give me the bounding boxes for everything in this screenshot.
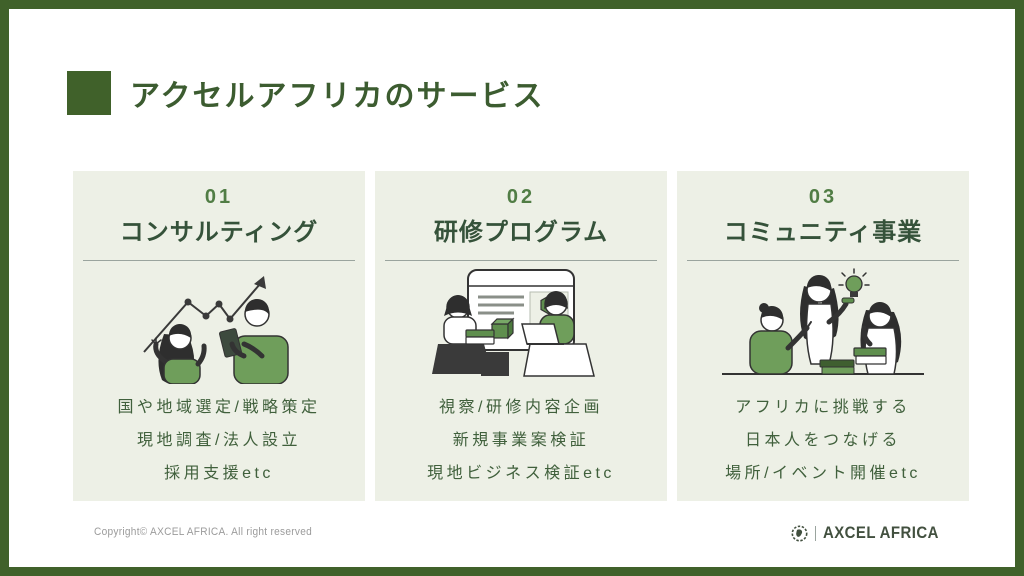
- card-text-line: 国や地域選定/戦略策定: [117, 399, 321, 416]
- community-illustration: [677, 263, 969, 385]
- consulting-illustration: [73, 263, 365, 385]
- card-number: 03: [808, 186, 838, 208]
- card-title: コンサルティング: [119, 219, 319, 246]
- card-text-line: 新規事業案検証: [452, 432, 590, 449]
- service-card-consulting: 01 コンサルティング: [73, 171, 365, 501]
- logo-text: AXCEL AFRICA: [823, 523, 940, 542]
- card-text-block: アフリカに挑戦する 日本人をつなげる 場所/イベント開催etc: [677, 391, 969, 490]
- card-number: 01: [204, 186, 234, 208]
- title-square-icon: [67, 71, 111, 115]
- card-divider: [687, 260, 959, 261]
- service-card-training: 02 研修プログラム: [375, 171, 667, 501]
- card-title: コミュニティ事業: [723, 219, 923, 246]
- card-divider: [385, 260, 657, 261]
- card-text-block: 国や地域選定/戦略策定 現地調査/法人設立 採用支援etc: [73, 391, 365, 490]
- card-number: 02: [506, 186, 536, 208]
- card-text-line: アフリカに挑戦する: [735, 399, 911, 416]
- page-title: アクセルアフリカのサービス: [130, 80, 545, 113]
- card-text-line: 採用支援etc: [164, 465, 274, 482]
- globe-africa-icon: [791, 525, 808, 541]
- card-divider: [83, 260, 355, 261]
- service-card-community: 03 コミュニティ事業: [677, 171, 969, 501]
- company-logo: AXCEL AFRICA: [791, 523, 955, 543]
- card-text-line: 場所/イベント開催etc: [725, 465, 921, 482]
- card-title: 研修プログラム: [433, 219, 609, 246]
- logo-divider: [814, 525, 817, 541]
- card-text-line: 日本人をつなげる: [744, 432, 901, 449]
- card-text-line: 現地調査/法人設立: [137, 432, 301, 449]
- copyright-text: Copyright© AXCEL AFRICA. All right reser…: [94, 526, 313, 538]
- service-cards: 01 コンサルティング: [73, 171, 969, 501]
- card-text-line: 現地ビジネス検証etc: [427, 465, 615, 482]
- card-text-block: 視察/研修内容企画 新規事業案検証 現地ビジネス検証etc: [375, 391, 667, 490]
- page-header: アクセルアフリカのサービス: [67, 71, 545, 115]
- training-illustration: [375, 263, 667, 385]
- card-text-line: 視察/研修内容企画: [439, 399, 603, 416]
